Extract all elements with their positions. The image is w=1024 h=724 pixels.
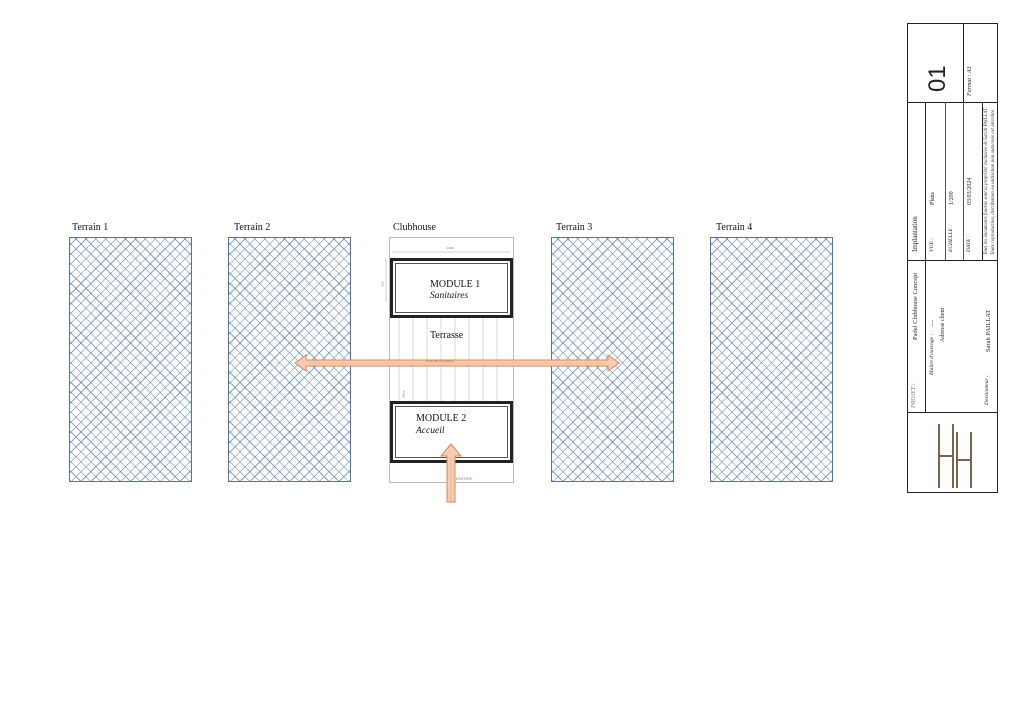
title-block-divider	[925, 260, 926, 412]
logo-mark	[938, 424, 972, 488]
terrasse-deck	[398, 310, 498, 402]
projet-label: PROJET :	[911, 383, 917, 408]
court-1	[69, 237, 192, 482]
title-block-divider	[907, 412, 998, 413]
title-block-divider	[982, 102, 983, 260]
projet-value: Padel Clubhouse Concept	[912, 272, 919, 340]
circulation-arrow	[294, 354, 620, 372]
court-label-3: Terrain 3	[556, 222, 593, 233]
moa-label: Maître d'ouvrage :	[929, 333, 935, 375]
moa-value: ----	[930, 319, 936, 327]
height-dimension: 300	[380, 281, 385, 287]
sheet-title: Implantation	[911, 216, 919, 252]
title-block-divider	[963, 23, 964, 102]
module-1-subtitle: Sanitaires	[430, 291, 469, 301]
module-2-subtitle: Accueil	[416, 426, 445, 436]
echelle-value: 1/200	[949, 191, 955, 205]
vue-value: Plans	[930, 191, 936, 205]
title-block-divider	[925, 102, 926, 260]
title-block-divider	[963, 102, 964, 260]
sheet-number: 01	[924, 65, 951, 92]
dimension-lines	[385, 251, 510, 302]
court-4	[710, 237, 833, 482]
vue-label: VUE :	[929, 238, 935, 252]
module-1	[390, 258, 513, 318]
module-2-title: MODULE 2	[416, 413, 467, 424]
court-label-4: Terrain 4	[716, 222, 753, 233]
width-dimension: 1000	[447, 246, 454, 250]
date-label: DATE :	[966, 235, 972, 252]
title-block-divider	[907, 102, 998, 103]
module-1-title: MODULE 1	[430, 279, 481, 290]
entry-arrow	[439, 443, 463, 503]
dessinateur-label: Dessinateur :	[984, 375, 990, 405]
title-block-divider	[907, 260, 998, 261]
legal-line-1: Tous les documents fournis sont la propr…	[984, 107, 989, 255]
legal-line-2: Toute reproduction, distribution ou util…	[991, 108, 996, 255]
circulation-label: Flux de circulation	[426, 359, 455, 363]
date-value: 03/03/2024	[967, 177, 973, 205]
entry-label: ENTREE	[456, 476, 473, 481]
echelle-label: ECHELLE :	[948, 224, 954, 252]
dessinateur-value: Sarah PAILLAT	[985, 309, 992, 352]
clubhouse-label: Clubhouse	[393, 222, 436, 233]
court-label-2: Terrain 2	[234, 222, 271, 233]
address-value: Adresse client	[940, 307, 946, 342]
side-note: Banc	[401, 390, 406, 398]
format-label: Format : A3	[967, 66, 973, 96]
terrasse-label: Terrasse	[430, 330, 464, 341]
title-block	[907, 23, 998, 493]
court-label-1: Terrain 1	[72, 222, 109, 233]
title-block-divider	[945, 102, 946, 260]
